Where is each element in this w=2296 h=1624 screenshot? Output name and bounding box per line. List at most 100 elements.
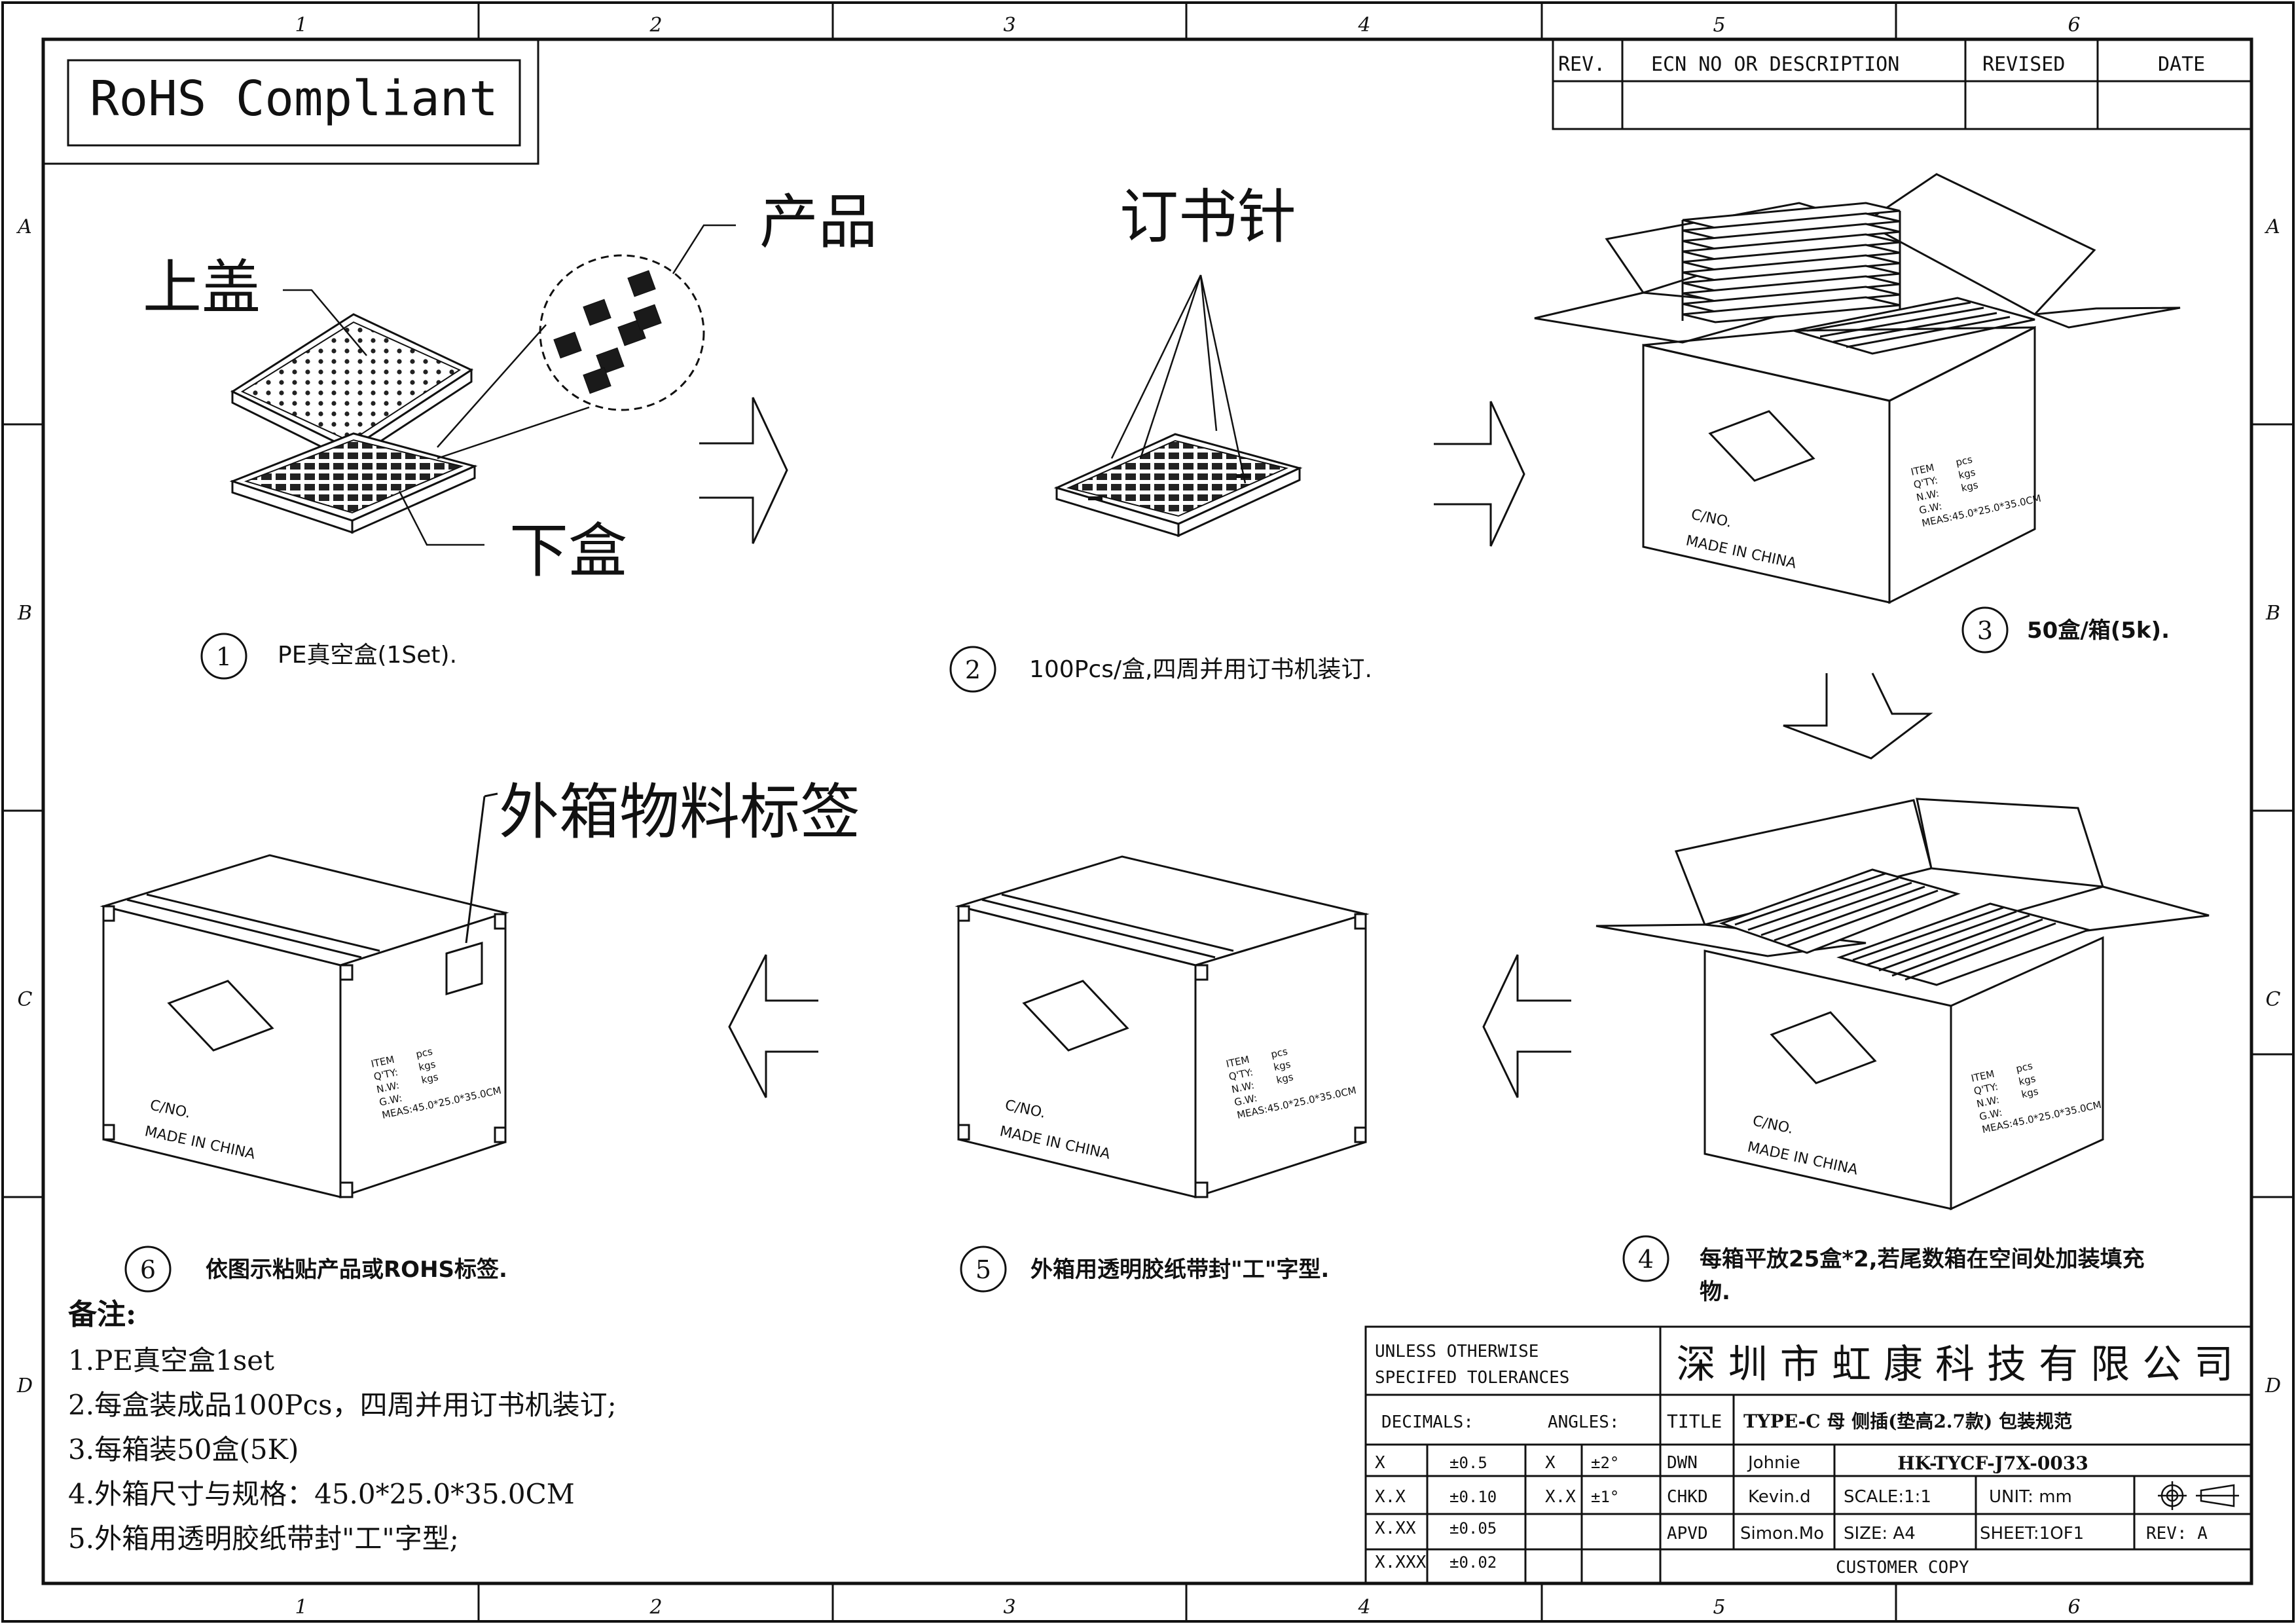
- notes-title: 备注:: [68, 1298, 136, 1331]
- title-block: UNLESS OTHERWISE SPECIFED TOLERANCES DEC…: [1364, 1325, 2253, 1585]
- step6-caption: 依图示粘贴产品或ROHS标签.: [206, 1257, 507, 1283]
- note-line: 4.外箱尺寸与规格：45.0*25.0*35.0CM: [68, 1478, 575, 1510]
- step-number: 3: [1977, 616, 1993, 645]
- step5-caption: 外箱用透明胶纸带封"工"字型.: [1030, 1257, 1329, 1283]
- col-label: 2: [649, 1596, 662, 1619]
- col-label: 6: [2068, 1596, 2080, 1619]
- tray-callout: 下盒: [509, 517, 627, 585]
- col-label: 5: [1713, 14, 1725, 37]
- rev-header: REV.: [1558, 53, 1605, 76]
- col-label: 6: [2068, 14, 2080, 37]
- frame-labels: 1 2 3 4 5 6 1 2 3 4 5 6 A B C D A B C D: [16, 14, 2281, 1619]
- step1-illustration: [229, 224, 736, 546]
- svg-text:±2°: ±2°: [1591, 1454, 1619, 1472]
- carton-label-sticker: [445, 941, 483, 996]
- row-label: D: [2265, 1375, 2281, 1397]
- apvd-label: APVD: [1667, 1524, 1708, 1543]
- row-label: A: [16, 215, 32, 238]
- note-line: 5.外箱用透明胶纸带封"工"字型;: [68, 1522, 459, 1555]
- row-label: B: [17, 602, 32, 625]
- row-label: B: [2265, 602, 2280, 625]
- angles-label: ANGLES:: [1548, 1412, 1620, 1432]
- svg-text:X.X: X.X: [1375, 1487, 1406, 1507]
- col-label: 5: [1713, 1596, 1725, 1619]
- ecn-header: ECN NO OR DESCRIPTION: [1651, 53, 1899, 76]
- step4-illustration: [1595, 798, 2210, 1211]
- col-label: 2: [649, 14, 662, 37]
- row-label: D: [16, 1375, 33, 1397]
- title-label: TITLE: [1667, 1411, 1722, 1432]
- note-line: 2.每盒装成品100Pcs，四周并用订书机装订;: [68, 1389, 617, 1421]
- arrow-down-icon: [1783, 673, 1933, 760]
- svg-text:pcs: pcs: [1955, 453, 1974, 468]
- svg-text:kgs: kgs: [2020, 1085, 2039, 1100]
- date-header: DATE: [2158, 53, 2205, 76]
- step3-illustration: [1534, 173, 2181, 604]
- company-name: 深 圳 市 虹 康 科 技 有 限 公 司: [1677, 1342, 2234, 1388]
- col-label: 3: [1003, 1596, 1015, 1619]
- col-label: 4: [1357, 14, 1370, 37]
- svg-text:±1°: ±1°: [1591, 1488, 1619, 1506]
- step-number: 1: [216, 642, 232, 671]
- step2-caption: 100Pcs/盒,四周并用订书机装订.: [1029, 656, 1372, 683]
- step4-caption-line1: 每箱平放25盒*2,若尾数箱在空间处加装填充: [1700, 1246, 2145, 1272]
- part-number: HK-TYCF-J7X-0033: [1897, 1452, 2088, 1474]
- note-line: 3.每箱装50盒(5K): [68, 1433, 299, 1466]
- svg-text:X: X: [1545, 1453, 1556, 1473]
- rev: REV: A: [2146, 1524, 2208, 1543]
- col-label: 3: [1003, 14, 1015, 37]
- step2-illustration: [1053, 274, 1303, 538]
- svg-text:pcs: pcs: [1270, 1045, 1289, 1060]
- col-label: 1: [295, 14, 307, 37]
- dwn-label: DWN: [1667, 1453, 1698, 1473]
- step6-illustration: [100, 792, 509, 1199]
- lid-callout: 上盖: [143, 253, 261, 322]
- svg-text:±0.10: ±0.10: [1449, 1488, 1497, 1506]
- arrow-left-icon: [728, 954, 818, 1098]
- sheet: SHEET:1OF1: [1980, 1524, 2084, 1543]
- step-number: 4: [1638, 1245, 1654, 1274]
- drawing-title: TYPE-C 母 侧插(垫高2.7款) 包装规范: [1743, 1411, 2072, 1432]
- svg-text:kgs: kgs: [1273, 1058, 1292, 1073]
- projection-symbol-icon: [2158, 1481, 2239, 1510]
- size: SIZE: A4: [1844, 1524, 1916, 1543]
- step-number: 6: [140, 1255, 156, 1284]
- svg-text:kgs: kgs: [1275, 1071, 1294, 1086]
- svg-text:pcs: pcs: [2015, 1060, 2034, 1075]
- step4-caption-line2: 物.: [1700, 1279, 1730, 1305]
- svg-text:kgs: kgs: [1958, 466, 1977, 481]
- unit: UNIT: mm: [1989, 1487, 2072, 1507]
- scale: SCALE:1:1: [1844, 1487, 1931, 1507]
- revised-header: REVISED: [1982, 53, 2065, 76]
- arrow-right-icon: [699, 397, 788, 544]
- step5-illustration: [955, 855, 1370, 1199]
- revision-table: REV. ECN NO OR DESCRIPTION REVISED DATE: [1552, 38, 2253, 130]
- svg-text:X: X: [1375, 1453, 1385, 1473]
- arrow-right-icon: [1434, 401, 1525, 547]
- arrow-left-icon: [1482, 954, 1571, 1098]
- dwn-name: Johnie: [1747, 1453, 1800, 1473]
- col-label: 1: [295, 1596, 307, 1619]
- svg-text:±0.5: ±0.5: [1449, 1454, 1487, 1472]
- col-label: 4: [1357, 1596, 1370, 1619]
- notes-block: 备注: 1.PE真空盒1set 2.每盒装成品100Pcs，四周并用订书机装订;…: [68, 1298, 617, 1555]
- svg-text:X.X: X.X: [1545, 1487, 1576, 1507]
- staple-callout: 订书针: [1120, 183, 1296, 251]
- row-label: C: [18, 988, 33, 1011]
- rohs-text: RoHS Compliant: [90, 71, 498, 127]
- rohs-stamp: RoHS Compliant: [43, 39, 539, 165]
- tolerance-note-1: UNLESS OTHERWISE: [1375, 1342, 1539, 1361]
- step-number: 5: [975, 1255, 991, 1284]
- svg-text:±0.02: ±0.02: [1449, 1553, 1497, 1572]
- svg-text:kgs: kgs: [420, 1071, 439, 1086]
- step-captions: 1 PE真空盒(1Set). 2 100Pcs/盒,四周并用订书机装订. 3 5…: [124, 606, 2170, 1305]
- product-callout: 产品: [759, 188, 877, 257]
- tolerance-note-2: SPECIFED TOLERANCES: [1375, 1368, 1569, 1388]
- apvd-name: Simon.Mo: [1740, 1524, 1824, 1543]
- customer-copy: CUSTOMER COPY: [1836, 1558, 1969, 1578]
- row-label: C: [2266, 988, 2281, 1011]
- chkd-label: CHKD: [1667, 1487, 1708, 1507]
- chkd-name: Kevin.d: [1748, 1487, 1811, 1507]
- svg-text:pcs: pcs: [415, 1045, 434, 1060]
